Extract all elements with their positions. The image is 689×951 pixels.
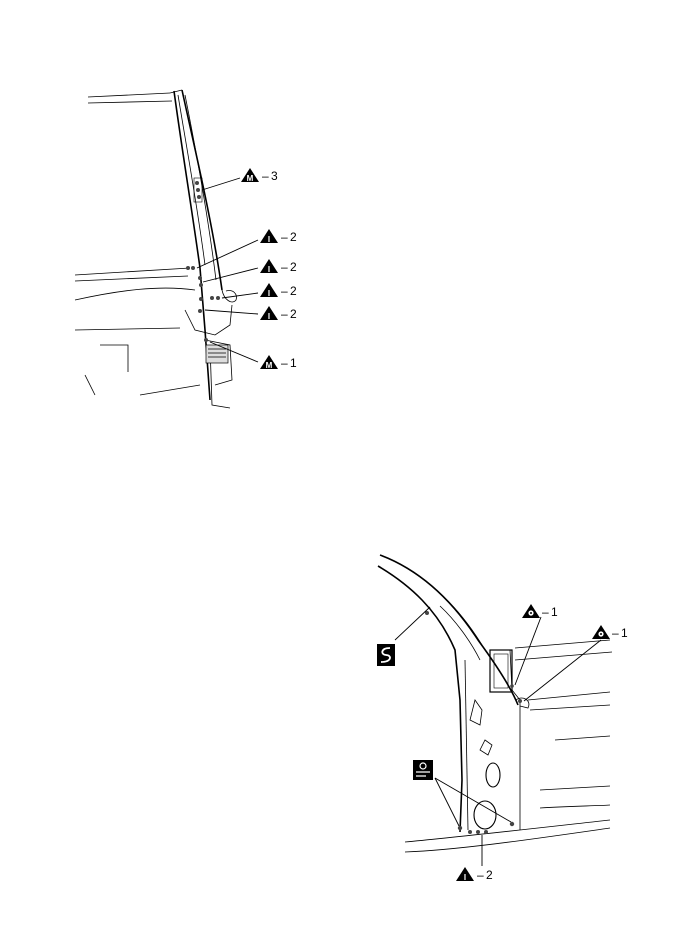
equipment-icon bbox=[413, 760, 433, 780]
callout-number: 3 bbox=[271, 169, 278, 183]
callout-dash: – bbox=[281, 284, 288, 298]
callout-number: 2 bbox=[290, 307, 297, 321]
callout-i-2-d: I – 2 bbox=[260, 306, 297, 321]
callout-number: 1 bbox=[290, 356, 297, 370]
callout-dash: – bbox=[477, 868, 484, 882]
i-warning-icon bbox=[260, 306, 278, 320]
svg-text:M: M bbox=[247, 174, 254, 183]
callout-m-1: M – 1 bbox=[260, 355, 297, 370]
svg-text:M: M bbox=[266, 361, 273, 370]
callout-number: 1 bbox=[551, 605, 558, 619]
svg-text:I: I bbox=[464, 873, 466, 882]
callout-number: 2 bbox=[290, 260, 297, 274]
callout-o-1-a: – 1 bbox=[522, 604, 558, 619]
i-warning-icon bbox=[260, 259, 278, 273]
m-warning-icon bbox=[241, 168, 259, 182]
callout-dash: – bbox=[262, 169, 269, 183]
callout-dash: – bbox=[281, 260, 288, 274]
m-warning-icon bbox=[260, 355, 278, 369]
callout-dash: – bbox=[612, 626, 619, 640]
callout-m-3: M – 3 bbox=[241, 168, 278, 183]
callout-dash: – bbox=[542, 605, 549, 619]
bottom-figure bbox=[377, 554, 613, 866]
i-warning-icon bbox=[260, 229, 278, 243]
callout-dash: – bbox=[281, 307, 288, 321]
seam-sealer-icon bbox=[377, 644, 395, 666]
i-warning-icon bbox=[456, 867, 474, 881]
svg-text:I: I bbox=[268, 235, 270, 244]
callout-dash: – bbox=[281, 230, 288, 244]
svg-text:I: I bbox=[268, 289, 270, 298]
callout-i-2-c: I – 2 bbox=[260, 283, 297, 298]
callout-i-2-bottom: I – 2 bbox=[456, 867, 493, 882]
callout-dash: – bbox=[281, 356, 288, 370]
svg-text:I: I bbox=[268, 265, 270, 274]
top-figure bbox=[74, 89, 259, 409]
callout-number: 2 bbox=[290, 230, 297, 244]
callout-number: 2 bbox=[290, 284, 297, 298]
svg-text:I: I bbox=[268, 312, 270, 321]
callout-i-2-a: I – 2 bbox=[260, 229, 297, 244]
callout-i-2-b: I – 2 bbox=[260, 259, 297, 274]
callout-number: 2 bbox=[486, 868, 493, 882]
callout-o-1-b: – 1 bbox=[592, 625, 628, 640]
i-warning-icon bbox=[260, 283, 278, 297]
callout-number: 1 bbox=[621, 626, 628, 640]
